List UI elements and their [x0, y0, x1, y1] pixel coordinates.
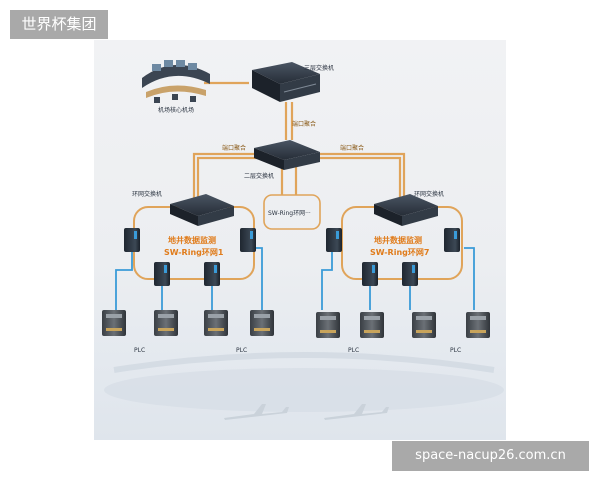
right-ring-name: SW-Ring环网7 [370, 248, 429, 257]
plc-device-icon [102, 310, 490, 338]
aggregation-label-top: 端口聚合 [292, 120, 316, 128]
plc-label: PLC [134, 347, 145, 354]
ring-edge-device-icon [124, 228, 460, 286]
plc-label: PLC [236, 347, 247, 354]
l2-switch-icon [254, 140, 320, 170]
airplane-icon [224, 404, 389, 420]
left-ring-switch-label: 环网交换机 [132, 190, 162, 198]
ring-box-label: SW-Ring环网··· [268, 210, 311, 217]
core-switch-icon [252, 62, 320, 102]
aggregation-label-left: 端口聚合 [222, 144, 246, 152]
left-ring-title: 地井数据监测 [168, 235, 216, 245]
network-topology: 机场核心机场 三层交换机 端口聚合 端口聚合 端口聚合 二层交换机 SW-Rin… [102, 60, 504, 420]
right-ring-switch-label: 环网交换机 [414, 190, 444, 198]
control-room-label: 机场核心机场 [158, 106, 194, 114]
left-ring-name: SW-Ring环网1 [164, 248, 224, 257]
l2-switch-label: 二层交换机 [244, 172, 274, 180]
aggregation-links [192, 81, 406, 230]
airport-background [104, 352, 504, 420]
control-room-icon [142, 60, 210, 103]
site-watermark: space-nacup26.com.cn [392, 441, 589, 471]
right-ring-title: 地井数据监测 [374, 235, 422, 245]
core-switch-label: 三层交换机 [304, 64, 334, 72]
plc-label: PLC [450, 347, 461, 354]
left-ring-switch-icon [170, 194, 234, 226]
brand-logo: 世界杯集团 [10, 10, 108, 39]
plc-label: PLC [348, 347, 359, 354]
network-diagram-panel: 机场核心机场 三层交换机 端口聚合 端口聚合 端口聚合 二层交换机 SW-Rin… [94, 40, 506, 440]
right-ring-switch-icon [374, 194, 438, 226]
aggregation-label-right: 端口聚合 [340, 144, 364, 152]
